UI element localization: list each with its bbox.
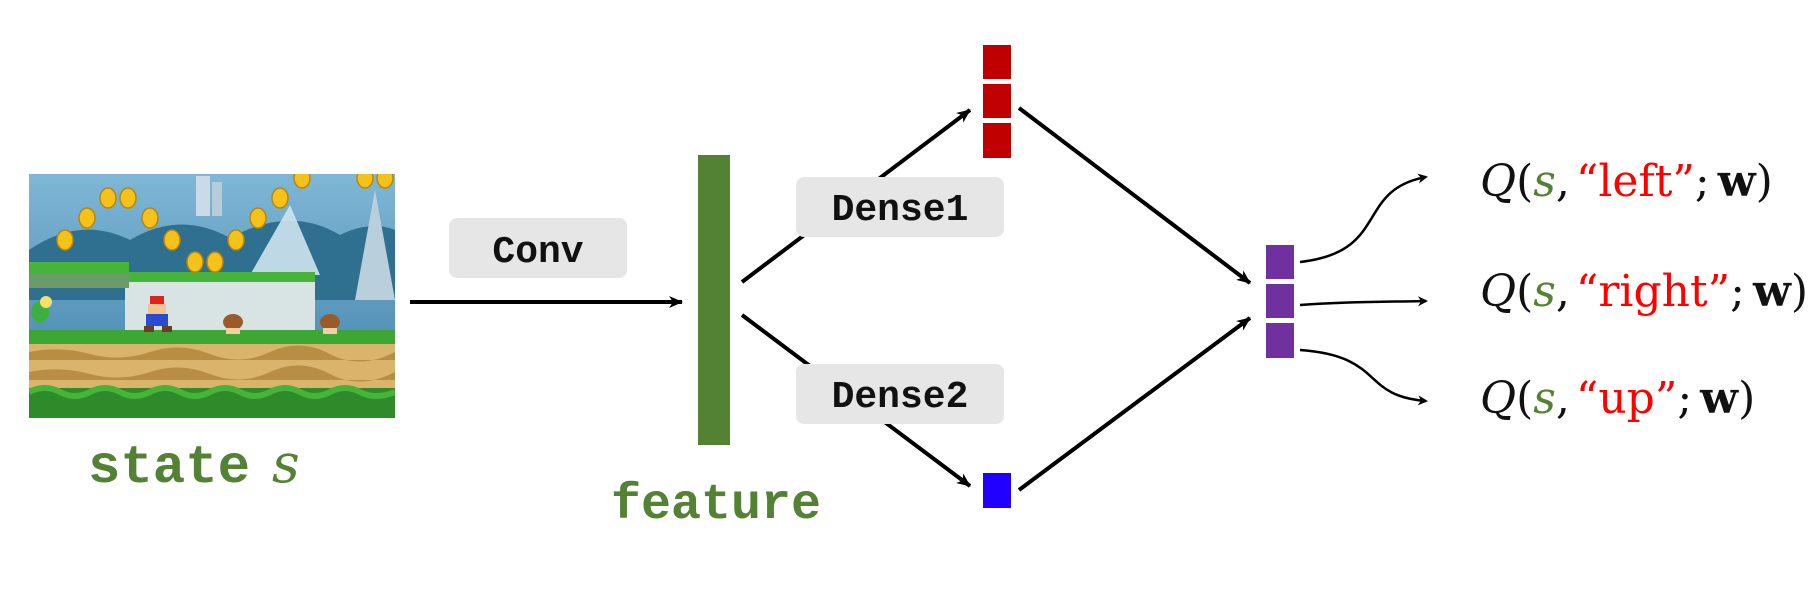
advantage-cell (983, 123, 1011, 158)
feature-vector (698, 155, 730, 445)
dense1-label: Dense1 (832, 189, 969, 232)
q-vector (1266, 245, 1294, 358)
q-cell (1266, 284, 1294, 318)
advantage-cell (983, 45, 1011, 79)
merge-arrow-top (1017, 106, 1252, 285)
dense1-label-box (796, 177, 1004, 237)
q-cell (1266, 245, 1294, 279)
merge-arrow-bottom (1017, 316, 1252, 492)
game-screenshot-image (29, 174, 395, 418)
advantage-cell (983, 84, 1011, 118)
output-arrow-up (1299, 348, 1428, 406)
dense2-label-box (796, 364, 1004, 424)
q-cell (1266, 323, 1294, 358)
conv-label: Conv (492, 231, 583, 274)
feature-label: feature (611, 477, 821, 534)
advantage-vector (983, 45, 1011, 158)
conv-label-box (449, 218, 627, 278)
output-arrow-right (1299, 296, 1428, 307)
q-left-label: Q(s,“left”;w) (1480, 156, 1773, 207)
output-arrow-left (1299, 173, 1428, 264)
dense2-label: Dense2 (832, 376, 969, 419)
value-scalar (983, 473, 1011, 508)
q-up-label: Q(s,“up”;w) (1480, 373, 1755, 424)
q-right-label: Q(s,“right”;w) (1480, 266, 1808, 317)
